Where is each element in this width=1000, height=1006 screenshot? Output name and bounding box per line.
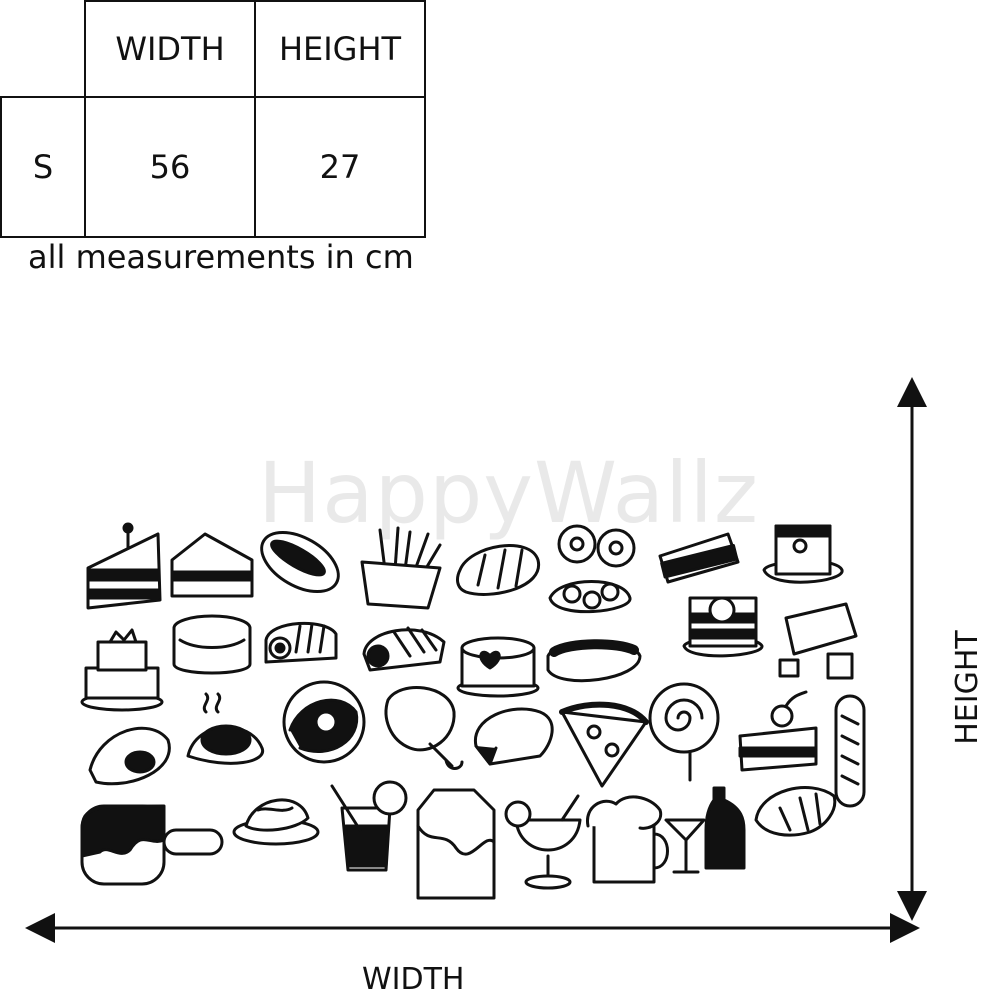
row-height: 27 [254,96,426,238]
cake-roll-icon [362,626,446,672]
chocolate-bar-icon [778,602,858,680]
cake-slice-icon [170,532,254,598]
layer-cake-icon [682,596,764,658]
cocktail-icon [664,818,706,874]
milk-carton-icon [416,788,496,900]
popsicle-icon [80,804,224,886]
toast-icon [474,707,554,766]
header-width-text: WIDTH [115,30,225,68]
petit-four-icon [762,524,844,584]
measurement-note: all measurements in cm [28,238,414,276]
glazed-donut-icon [282,680,366,764]
round-cake-icon [172,614,252,675]
width-label: WIDTH [362,962,465,997]
sandwich-icon [86,522,162,610]
watermark: HappyWallz [258,444,759,542]
lollipop-icon [648,682,720,782]
swiss-roll-icon [264,621,338,664]
baguette-icon [834,694,866,808]
croissant-icon [754,786,837,837]
chicken-leg-icon [384,686,464,770]
pasta-plate-icon [232,798,320,846]
pizza-slice-icon [559,701,649,788]
header-height-text: HEIGHT [278,30,402,68]
avocado-icon [88,726,171,786]
hot-dog-bun-icon [546,639,642,683]
wafer-cake-icon [658,532,740,584]
bottle-icon [704,786,746,870]
bread-loaf-icon [456,544,540,596]
juice-glass-icon [330,780,408,872]
beer-mug-icon [586,795,669,884]
row-size-text: S [32,148,54,186]
heart-cake-icon [456,636,540,698]
row-width-text: 56 [149,148,191,186]
tiered-cake-icon [80,628,164,712]
donuts-icon [557,524,636,568]
height-label: HEIGHT [949,630,985,745]
sundae-cup-icon [504,794,582,890]
fried-egg-icon [186,692,265,765]
cherry-cake-icon [738,690,818,772]
fries-icon [360,526,442,610]
biscuits-icon [548,580,632,614]
row-height-text: 27 [319,148,361,186]
hot-dog-icon [260,530,340,594]
